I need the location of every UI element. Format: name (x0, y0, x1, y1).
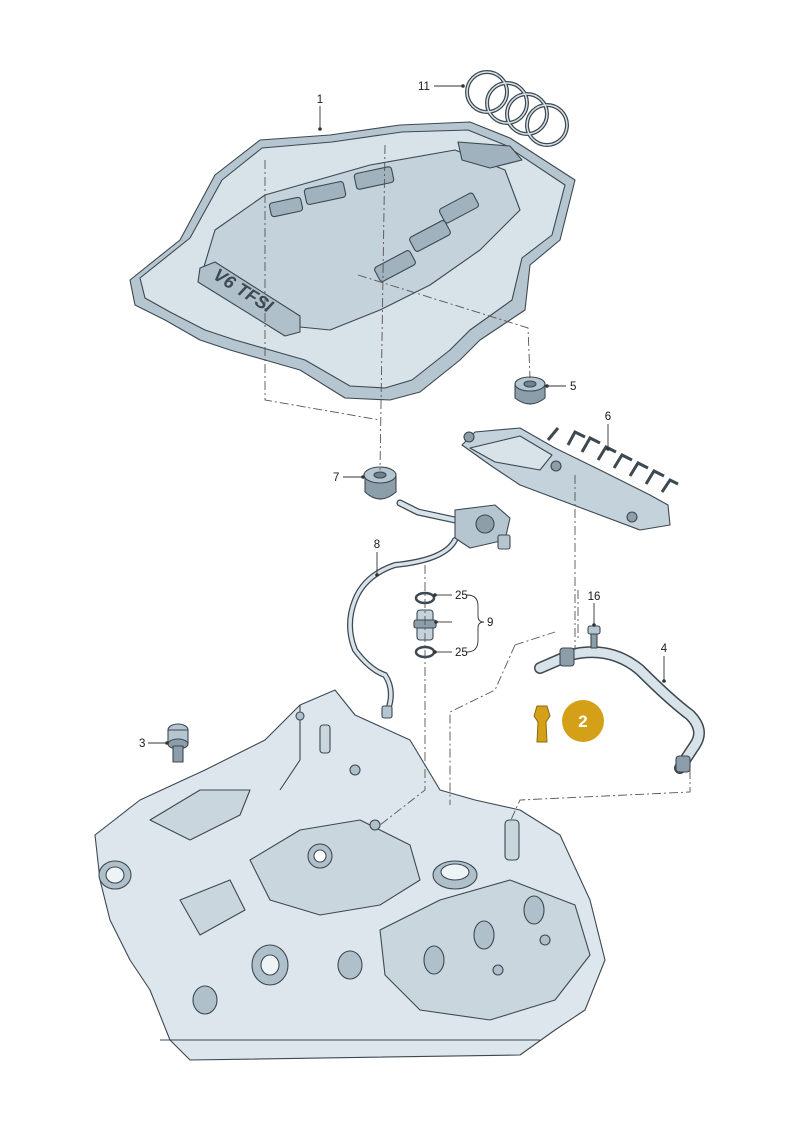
rubber-mount-5 (514, 376, 546, 405)
engine-block (94, 689, 606, 1061)
part-2-badge (562, 700, 604, 742)
callout-11: 11 (418, 81, 430, 93)
alignment-lines (264, 144, 691, 826)
callout-9: 9 (487, 617, 493, 629)
breather-hose (534, 646, 705, 774)
callout-7: 7 (333, 472, 339, 484)
callout-4: 4 (661, 643, 668, 655)
callout-3: 3 (139, 738, 145, 750)
callout-8: 8 (374, 539, 380, 551)
callout-16: 16 (588, 591, 601, 603)
callout-25-upper: 25 (455, 590, 468, 602)
callouts: 1 3 4 5 6 7 8 9 11 16 (139, 81, 668, 750)
wiring-bracket (461, 428, 679, 531)
audi-rings-emblem (465, 70, 569, 147)
callout-1: 1 (317, 94, 323, 106)
vacuum-line (347, 499, 511, 719)
engine-cover: V6 TFSI (129, 121, 576, 401)
highlighted-part-2: 2 (533, 700, 604, 743)
bolt-16 (587, 625, 601, 649)
callout-25-lower: 25 (455, 647, 468, 659)
rubber-mount-7 (363, 466, 397, 500)
callout-6: 6 (605, 411, 611, 423)
callout-5: 5 (570, 381, 576, 393)
part-2-label: 2 (578, 712, 587, 731)
stud-bolt-3 (167, 723, 189, 763)
